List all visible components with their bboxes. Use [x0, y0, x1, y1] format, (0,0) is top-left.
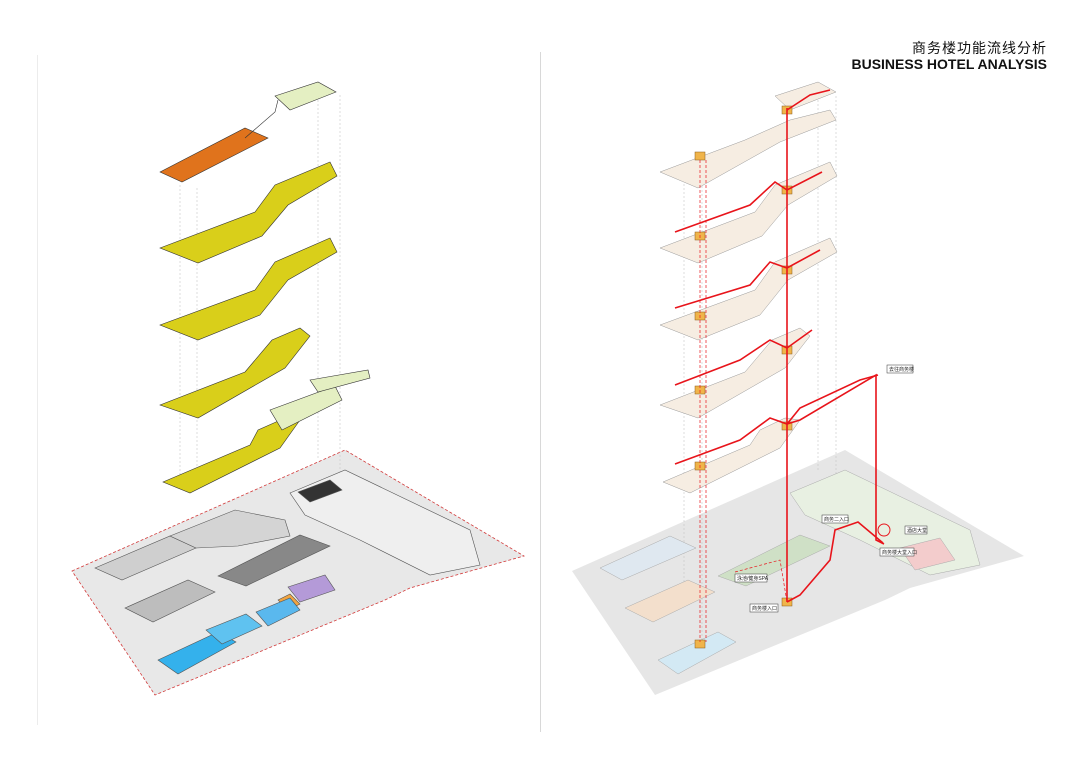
title-english: BUSINESS HOTEL ANALYSIS	[851, 56, 1047, 72]
pale-floor-1	[662, 417, 801, 494]
callout-lobby-entrance: 商务楼大堂入口	[879, 547, 917, 557]
callout-lobby-entrance-text: 商务楼大堂入口	[882, 549, 917, 556]
hotel-lobby-node	[877, 523, 891, 537]
circulation-flow	[674, 89, 885, 603]
title-block: 商务楼功能流线分析 BUSINESS HOTEL ANALYSIS	[851, 40, 1047, 72]
blue-wedge	[255, 597, 301, 627]
pool-zone	[157, 631, 237, 675]
block-corridor-north	[169, 509, 291, 549]
block-east-wing	[289, 469, 481, 576]
ground-floor-plan	[94, 469, 481, 675]
callout-to-office-text: 去往商务楼	[889, 366, 914, 373]
pool-zone-2	[205, 613, 263, 645]
floor-level-1	[162, 385, 343, 494]
floor-level-top	[159, 81, 337, 183]
ground-plan-zones	[599, 469, 981, 675]
callout-entrance-2f-text: 商务二入口	[824, 516, 849, 523]
block-west-mid	[124, 579, 216, 623]
purple-zone	[287, 574, 336, 603]
pale-floors	[659, 81, 838, 494]
callout-office-entrance-text: 商务楼入口	[752, 605, 777, 612]
floor-level-2	[159, 327, 371, 419]
pale-floor-2	[659, 327, 811, 419]
left-axonometric-diagram	[71, 81, 526, 696]
pale-floor-5	[659, 109, 837, 189]
floor-level-4	[159, 161, 338, 264]
right-circulation-diagram: 去往商务楼 商务二入口 酒店大堂 商务楼大堂入口 泳池/健身SPA 商务楼入口	[572, 81, 1024, 695]
left-panel-edge	[37, 55, 38, 725]
panel-divider	[540, 52, 541, 732]
title-chinese: 商务楼功能流线分析	[912, 40, 1047, 56]
callout-to-office: 去往商务楼	[886, 364, 914, 374]
callout-entrance-2f: 商务二入口	[821, 514, 849, 524]
callout-hotel-lobby: 酒店大堂	[904, 525, 928, 535]
callout-pool-spa-text: 泳池/健身SPA	[737, 575, 769, 582]
pale-roof	[774, 81, 837, 111]
callout-hotel-lobby-text: 酒店大堂	[907, 527, 927, 534]
callout-office-entrance: 商务楼入口	[749, 603, 779, 613]
floor-level-3	[159, 237, 338, 341]
secondary-flow	[699, 160, 788, 642]
block-courtyard	[217, 534, 331, 587]
callout-pool-spa: 泳池/健身SPA	[734, 573, 769, 583]
block-east-core	[297, 479, 343, 503]
